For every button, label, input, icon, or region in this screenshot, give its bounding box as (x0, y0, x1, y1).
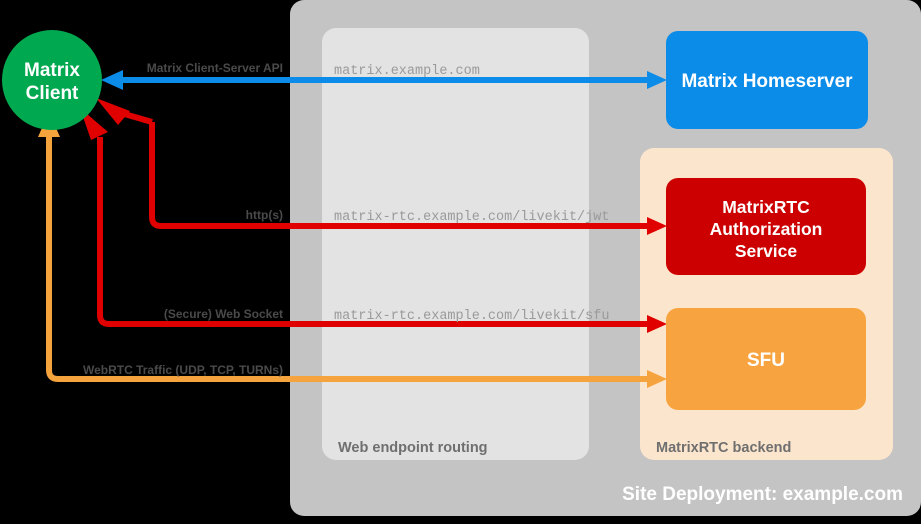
livekit-jwt-protocol-label: http(s) (246, 208, 283, 222)
matrixrtc-authorization-service-box[interactable] (666, 178, 866, 275)
livekit-sfu-line (97, 137, 657, 327)
matrix-client-label-line2: Client (26, 83, 79, 104)
livekit-sfu-protocol-label: (Secure) Web Socket (164, 307, 283, 321)
client-server-api-arrow-left (101, 70, 123, 90)
web-endpoint-routing-box (322, 28, 589, 460)
livekit-sfu-arrow-right (647, 315, 667, 333)
matrix-client-circle[interactable] (2, 30, 102, 130)
sfu-label: SFU (747, 350, 785, 371)
livekit-jwt-diagonal (120, 110, 153, 125)
matrixrtc-backend-label: MatrixRTC backend (656, 440, 791, 456)
matrix-homeserver-label: Matrix Homeserver (681, 71, 853, 92)
edge-livekit-sfu: (Secure) Web Socket matrix-rtc.example.c… (80, 108, 667, 333)
livekit-jwt-line (149, 122, 657, 229)
client-server-api-arrow-right (647, 71, 667, 89)
edge-livekit-jwt: http(s) matrix-rtc.example.com/livekit/j… (96, 98, 667, 235)
site-deployment-label: Site Deployment: example.com (622, 484, 903, 505)
sfu-box[interactable] (666, 308, 866, 410)
container-web-endpoint-routing: Web endpoint routing (322, 28, 589, 460)
matrixrtc-authorization-service-label-line2: Authorization (710, 219, 823, 239)
livekit-sfu-endpoint-label: matrix-rtc.example.com/livekit/sfu (334, 309, 609, 324)
client-server-api-protocol-label: Matrix Client-Server API (147, 61, 283, 75)
matrix-homeserver-box[interactable] (666, 31, 868, 129)
edge-client-server-api: Matrix Client-Server API matrix.example.… (101, 61, 667, 90)
node-matrix-homeserver[interactable]: Matrix Homeserver (666, 31, 868, 129)
web-endpoint-routing-label: Web endpoint routing (338, 440, 488, 456)
webrtc-traffic-line (46, 136, 657, 382)
matrixrtc-authorization-service-label-line1: MatrixRTC (722, 197, 810, 217)
livekit-jwt-arrow-client (96, 98, 130, 125)
matrixrtc-authorization-service-label-line3: Service (735, 241, 798, 261)
node-matrixrtc-authorization-service[interactable]: MatrixRTC Authorization Service (666, 178, 866, 275)
node-sfu[interactable]: SFU (666, 308, 866, 410)
livekit-jwt-arrow-right (647, 217, 667, 235)
matrix-client-label-line1: Matrix (24, 60, 80, 81)
webrtc-traffic-protocol-label: WebRTC Traffic (UDP, TCP, TURNs) (83, 363, 283, 377)
client-server-api-endpoint-label: matrix.example.com (334, 64, 480, 79)
livekit-jwt-endpoint-label: matrix-rtc.example.com/livekit/jwt (334, 210, 609, 225)
node-matrix-client[interactable]: Matrix Client (2, 30, 102, 130)
livekit-sfu-arrow-client (80, 108, 108, 140)
webrtc-traffic-arrow-right (647, 370, 667, 388)
